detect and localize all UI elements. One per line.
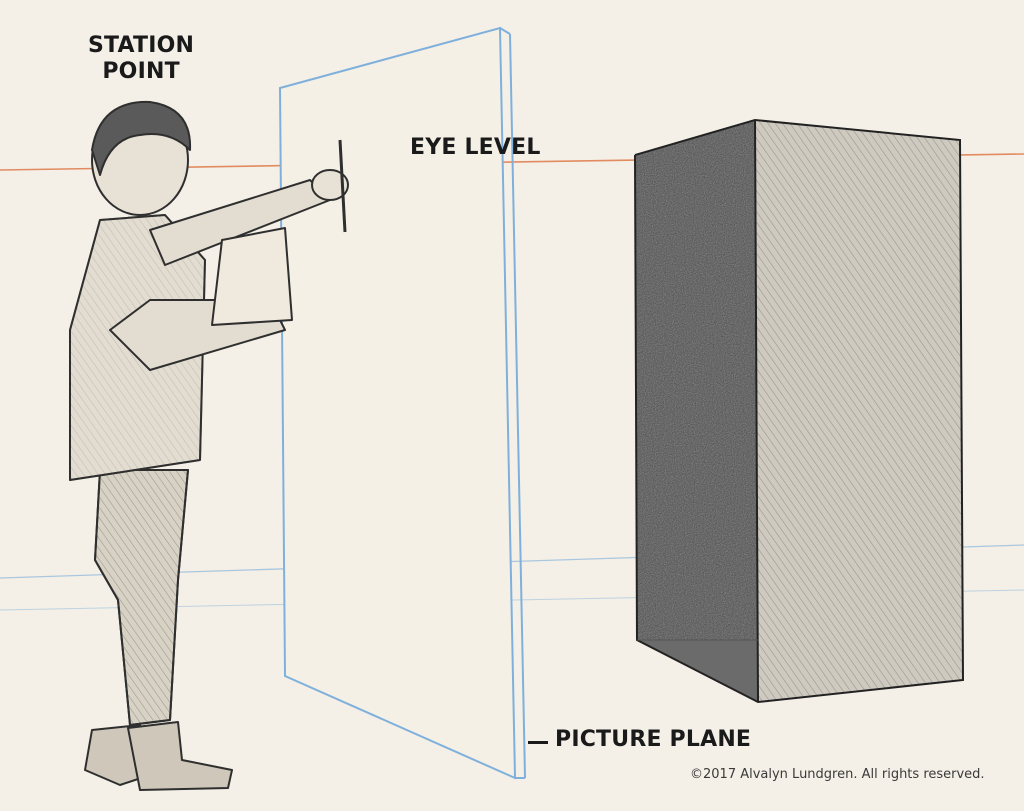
eye-level-label: EYE LEVEL [410,135,541,160]
station-point-label-line1: STATION [88,33,195,58]
picture-plane-leader-line [528,741,548,744]
rectangular-prism [634,118,965,704]
picture-plane-label: PICTURE PLANE [555,727,752,752]
station-point-label-line2: POINT [102,59,180,84]
picture-plane [278,26,526,780]
station-point-label: STATION POINT [88,33,194,85]
copyright-notice: ©2017 Alvalyn Lundgren. All rights reser… [690,767,985,782]
observer-figure [69,100,349,791]
